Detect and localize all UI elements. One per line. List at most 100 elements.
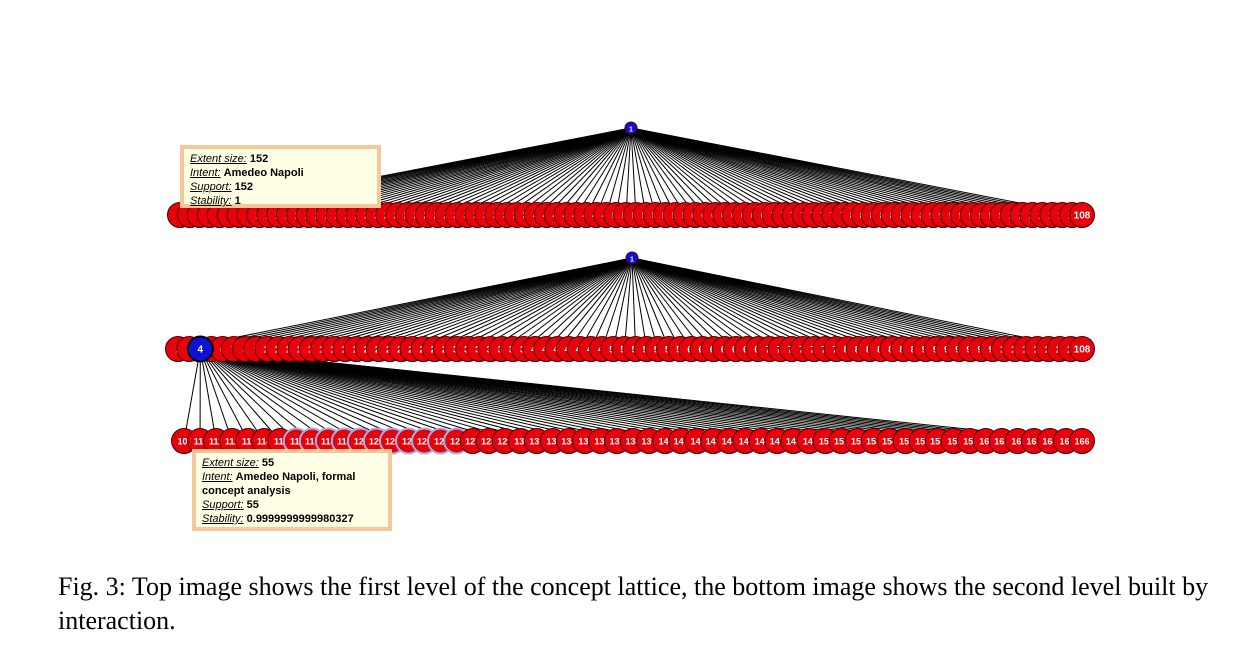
svg-text:153: 153 <box>866 437 881 447</box>
lattice-edge <box>200 348 537 442</box>
lattice-edge <box>348 127 632 216</box>
lattice-edge <box>356 257 633 350</box>
svg-text:124: 124 <box>417 437 432 447</box>
lattice-edge <box>631 257 926 350</box>
lattice-edge <box>631 257 804 350</box>
lattice-edge <box>183 348 201 442</box>
concept-node[interactable]: 108 <box>1069 202 1095 228</box>
lattice-edge <box>199 348 233 442</box>
tooltip-support-key: Support: <box>190 181 232 193</box>
lattice-edge <box>200 348 634 442</box>
concept-node[interactable]: 108 <box>1069 336 1095 362</box>
lattice-edge <box>631 257 871 350</box>
lattice-edge <box>630 127 736 216</box>
svg-text:10!: 10! <box>177 437 190 447</box>
lattice-edge <box>630 127 647 216</box>
svg-text:16:: 16: <box>1011 437 1024 447</box>
svg-text:13(: 13( <box>594 437 607 447</box>
lattice-edge <box>397 127 632 216</box>
svg-text:128: 128 <box>481 437 496 447</box>
svg-text:141: 141 <box>674 437 689 447</box>
svg-text:134: 134 <box>561 437 576 447</box>
lattice-edge <box>630 127 746 216</box>
concept-node[interactable]: 166 <box>1069 428 1095 454</box>
lattice-edge <box>516 127 632 216</box>
lattice-edge <box>200 348 377 442</box>
lattice-edge <box>630 127 845 216</box>
bottom-lattice-level1-nodes: 23567891(1(1:1:1:1(1(1!1(2(2:2:2:2:2(2!2… <box>165 335 1095 363</box>
lattice-edge <box>447 127 632 216</box>
top-lattice-root-node[interactable]: 1 <box>624 121 638 135</box>
lattice-edge <box>612 257 633 350</box>
lattice-edge <box>311 257 633 350</box>
svg-text:114: 114 <box>257 437 272 447</box>
lattice-edge <box>200 348 361 442</box>
svg-text:129: 129 <box>497 437 512 447</box>
svg-text:131: 131 <box>529 437 544 447</box>
lattice-edge <box>477 127 632 216</box>
lattice-edge <box>631 257 938 350</box>
concept-lattice-diagram: 234567891(1(1:1:1:1:1(1(1!1(1(2(2:2:2:2:… <box>165 121 1095 455</box>
svg-text:15!: 15! <box>899 437 912 447</box>
lattice-edge <box>199 348 217 442</box>
lattice-edge <box>601 257 633 350</box>
lattice-edge <box>300 257 633 350</box>
lattice-edge <box>200 348 650 442</box>
lattice-edge <box>534 257 633 350</box>
lattice-edge <box>200 348 489 442</box>
lattice-edge <box>566 127 632 216</box>
lattice-edge <box>631 257 882 350</box>
lattice-edge <box>200 348 329 442</box>
lattice-edge <box>358 127 632 216</box>
svg-text:122: 122 <box>385 437 400 447</box>
lattice-edge <box>378 257 633 350</box>
selected-concept-node[interactable]: 4 <box>186 335 214 363</box>
lattice-edge <box>630 127 894 216</box>
svg-text:11!: 11! <box>274 437 287 447</box>
lattice-edge <box>630 127 825 216</box>
svg-text:147: 147 <box>770 437 785 447</box>
lattice-edge <box>631 257 648 350</box>
tooltip-support-key: Support: <box>202 499 244 511</box>
lattice-edge <box>200 348 345 442</box>
lattice-edge <box>200 348 666 442</box>
svg-text:157: 157 <box>930 437 945 447</box>
lattice-edge <box>630 127 835 216</box>
svg-text:166: 166 <box>1074 437 1089 447</box>
lattice-edge <box>401 257 633 350</box>
lattice-edge <box>631 257 793 350</box>
bottom-concept-tooltip: Extent size: 55 Intent: Amedeo Napoli, f… <box>192 449 392 531</box>
lattice-edge <box>576 127 632 216</box>
lattice-edge <box>630 127 884 216</box>
caption-text: Top image shows the first level of the c… <box>58 572 1209 635</box>
lattice-edge <box>200 348 457 442</box>
tooltip-stability-key: Stability: <box>202 513 244 525</box>
lattice-edge <box>479 257 633 350</box>
lattice-edge <box>630 127 865 216</box>
lattice-edge <box>501 257 633 350</box>
lattice-edge <box>631 257 837 350</box>
lattice-edge <box>412 257 633 350</box>
svg-text:13(: 13( <box>514 437 527 447</box>
lattice-edge <box>631 257 637 350</box>
lattice-edge <box>367 257 633 350</box>
lattice-edge <box>631 257 848 350</box>
tooltip-intent-value: Amedeo Napoli, formal concept analysis <box>202 471 356 497</box>
svg-text:111: 111 <box>209 437 223 447</box>
svg-text:12!: 12! <box>434 437 447 447</box>
svg-text:148: 148 <box>786 437 801 447</box>
svg-text:108: 108 <box>1074 345 1091 356</box>
lattice-edge <box>523 257 633 350</box>
bottom-lattice-root-node[interactable]: 1 <box>625 251 639 265</box>
lattice-edge <box>427 127 632 216</box>
lattice-edge <box>630 127 716 216</box>
tooltip-intent-key: Intent: <box>190 167 221 179</box>
lattice-edge <box>200 348 553 442</box>
lattice-edge <box>200 348 1083 442</box>
svg-text:119: 119 <box>337 437 352 447</box>
figure-caption: Fig. 3:Top image shows the first level o… <box>58 570 1218 638</box>
lattice-edge <box>334 257 633 350</box>
svg-text:15!: 15! <box>963 437 976 447</box>
